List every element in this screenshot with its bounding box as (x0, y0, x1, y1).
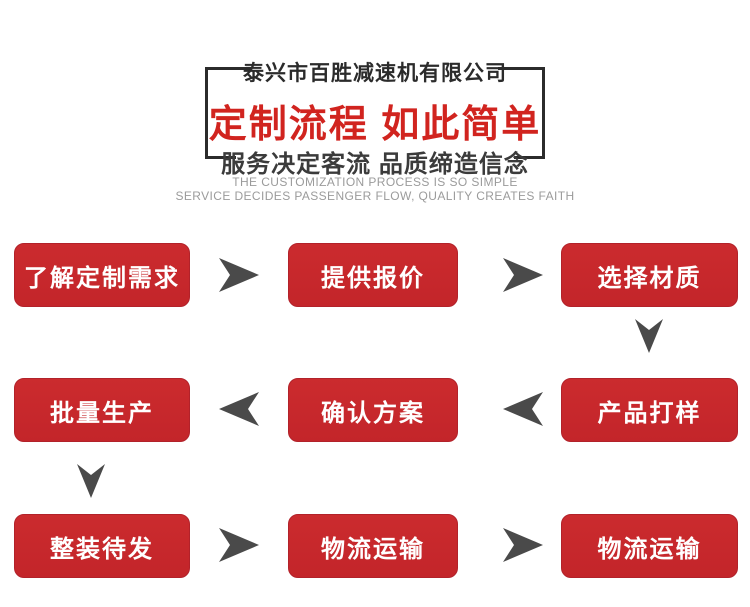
company-name: 泰兴市百胜减速机有限公司 (243, 62, 507, 85)
subtitle: 服务决定客流 品质缔造信念 (221, 151, 529, 178)
subtitle-english-line2: SERVICE DECIDES PASSENGER FLOW, QUALITY … (175, 189, 575, 203)
arrow-left-icon (219, 392, 259, 426)
step-box-logistics-transport: 物流运输 (288, 514, 458, 578)
subtitle-english-line1: THE CUSTOMIZATION PROCESS IS SO SIMPLE (232, 175, 518, 189)
arrow-left-icon (503, 392, 543, 426)
step-box-understand-needs: 了解定制需求 (14, 243, 190, 307)
step-box-ready-to-ship: 整装待发 (14, 514, 190, 578)
step-box-product-sampling: 产品打样 (561, 378, 738, 442)
arrow-right-icon (503, 258, 543, 292)
step-box-provide-quote: 提供报价 (288, 243, 458, 307)
main-title: 定制流程 如此简单 (208, 104, 542, 146)
step-box-choose-material: 选择材质 (561, 243, 738, 307)
arrow-right-icon (219, 528, 259, 562)
arrow-down-icon (635, 319, 663, 353)
arrow-right-icon (219, 258, 259, 292)
step-box-logistics-transport-2: 物流运输 (561, 514, 738, 578)
arrow-right-icon (503, 528, 543, 562)
header-bracket-frame-icon (205, 67, 545, 159)
arrow-down-icon (77, 464, 105, 498)
step-box-confirm-plan: 确认方案 (288, 378, 458, 442)
step-box-batch-production: 批量生产 (14, 378, 190, 442)
